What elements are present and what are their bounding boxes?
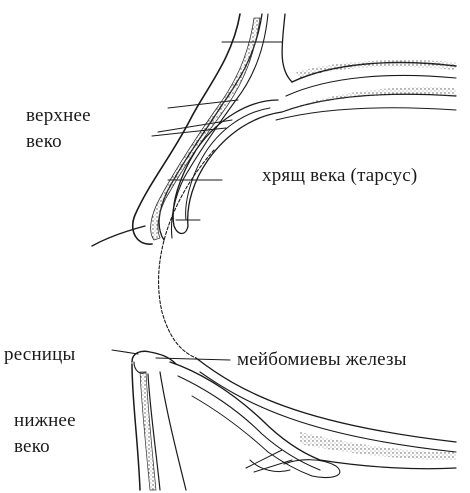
lower-eyelid-label: нижнее веко (14, 408, 76, 460)
lower-eyelid-label-line2: веко (14, 434, 76, 460)
upper-eyelid-label-line1: верхнее (26, 103, 91, 129)
upper-eyelid (92, 14, 292, 246)
lower-eyelid-label-line1: нижнее (14, 408, 76, 434)
upper-eyelid-label: верхнее веко (26, 103, 91, 155)
upper-eyelid-label-line2: веко (26, 129, 91, 155)
eyelashes-label: ресницы (4, 342, 76, 368)
upper-conjunctiva-sclera (159, 60, 456, 358)
tarsus-label: хрящ века (тарсус) (262, 163, 417, 189)
meibomian-glands-label: мейбомиевы железы (237, 347, 407, 373)
